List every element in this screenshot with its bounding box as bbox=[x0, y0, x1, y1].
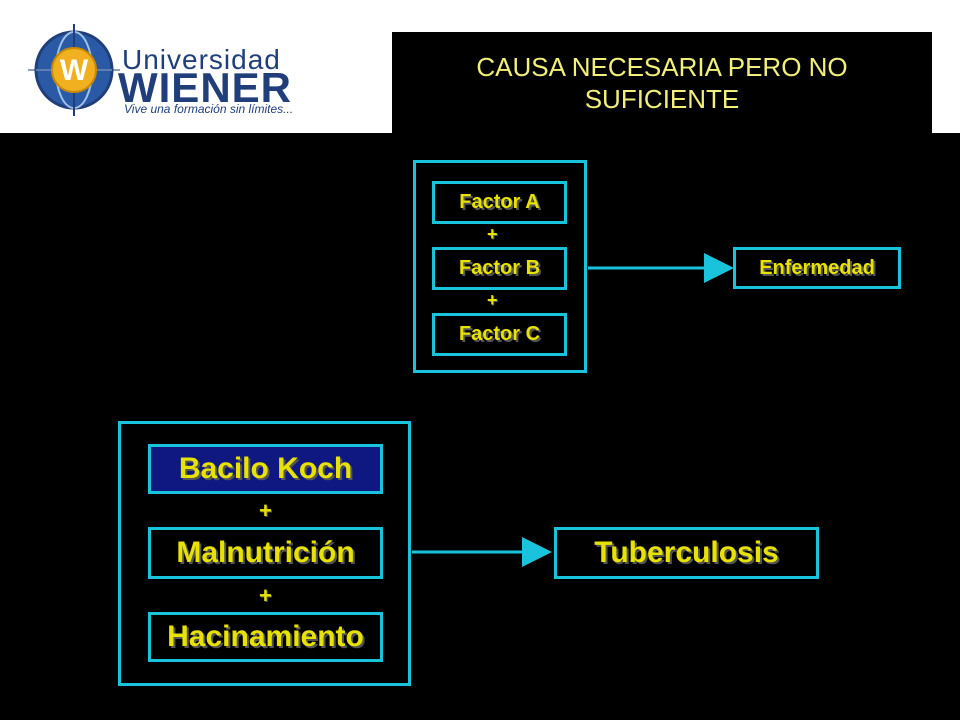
svg-text:W: W bbox=[60, 54, 89, 87]
plus-sign: + bbox=[259, 583, 272, 608]
header-banner: W Universidad WIENER Vive una formación … bbox=[0, 0, 960, 134]
logo-tagline: Vive una formación sin límites... bbox=[124, 102, 294, 116]
malnutricion-box: Malnutrición bbox=[148, 527, 383, 579]
result-enfermedad-box: Enfermedad bbox=[733, 247, 901, 289]
plus-sign: + bbox=[487, 290, 498, 310]
hacinamiento-box: Hacinamiento bbox=[148, 612, 383, 662]
university-logo: W Universidad WIENER Vive una formación … bbox=[22, 14, 362, 126]
result-tuberculosis-box: Tuberculosis bbox=[554, 527, 819, 579]
factor-c-box: Factor C bbox=[432, 313, 567, 356]
bottom-factors-frame bbox=[118, 421, 411, 686]
bacilo-koch-box: Bacilo Koch bbox=[148, 444, 383, 494]
globe-icon: W bbox=[28, 24, 120, 116]
top-factors-frame bbox=[413, 160, 587, 373]
slide-title: CAUSA NECESARIA PERO NO SUFICIENTE bbox=[476, 52, 848, 114]
factor-b-box: Factor B bbox=[432, 247, 567, 290]
factor-a-box: Factor A bbox=[432, 181, 567, 224]
plus-sign: + bbox=[259, 498, 272, 523]
logo-name-line1: Universidad bbox=[122, 44, 281, 75]
slide-title-box: CAUSA NECESARIA PERO NO SUFICIENTE bbox=[392, 32, 932, 134]
logo-name-line2: WIENER bbox=[118, 64, 292, 111]
plus-sign: + bbox=[487, 224, 498, 244]
